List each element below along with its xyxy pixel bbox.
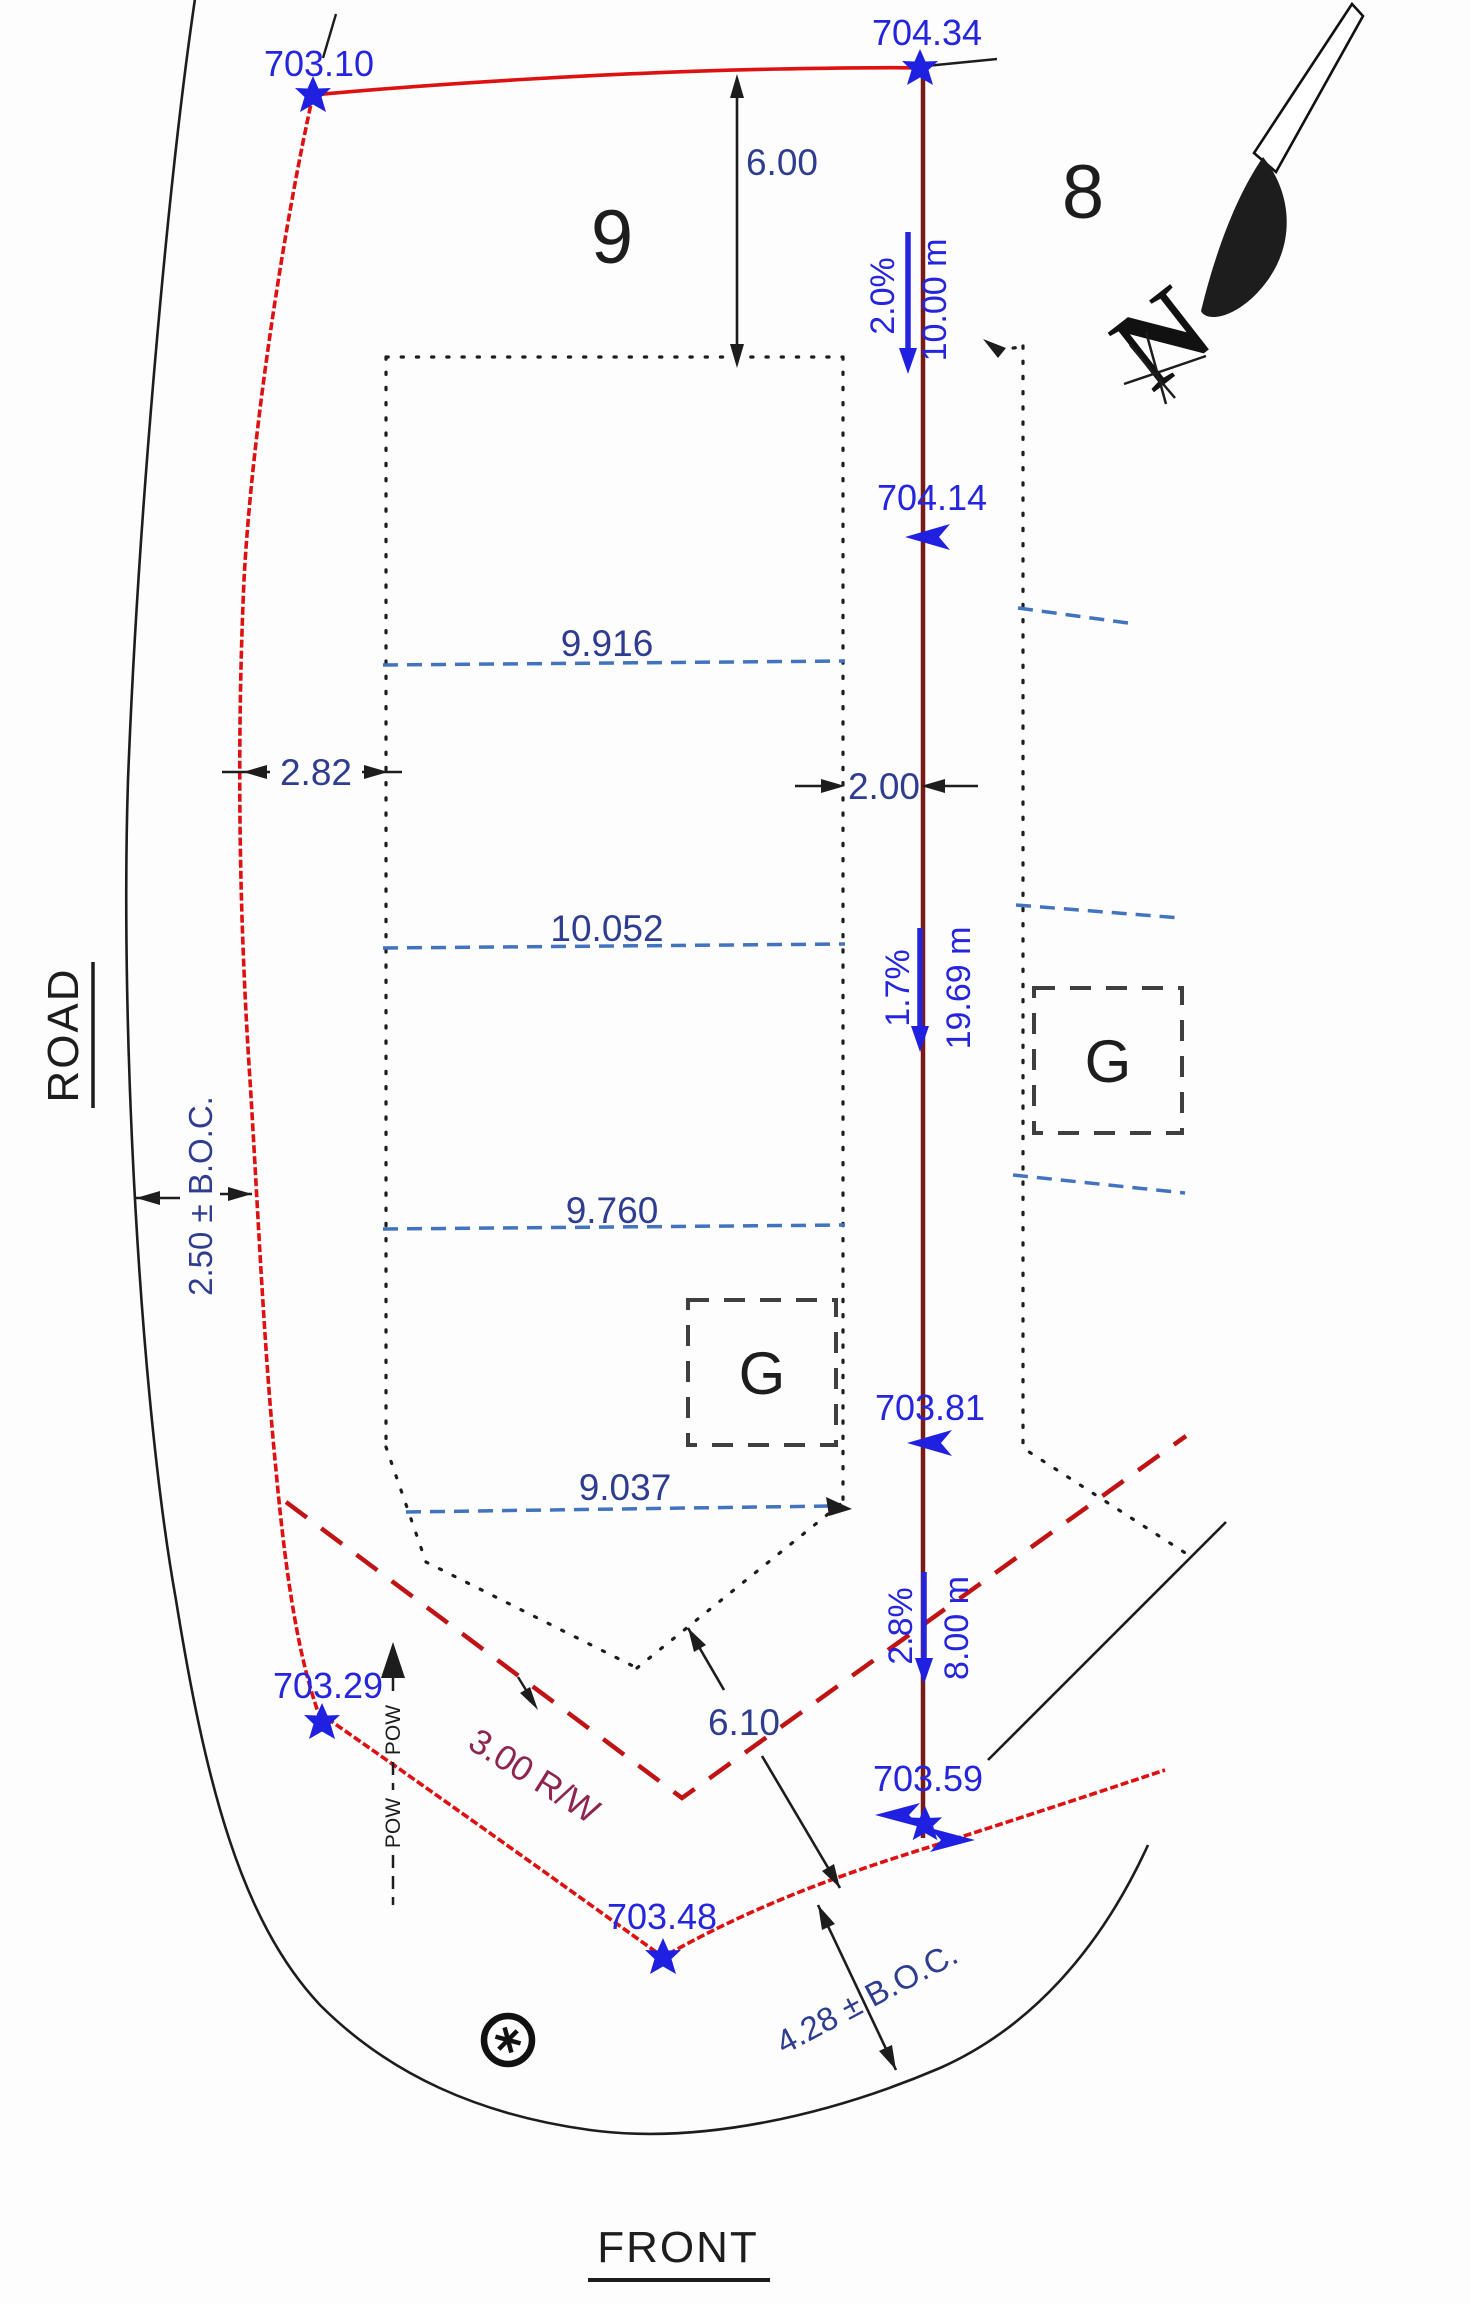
elevation-ne: 704.34 [872, 12, 982, 85]
grade-upper: 2.0% 10.00 m [864, 232, 954, 374]
lot9-building-envelope-dotted [384, 355, 845, 1670]
elevation-south: 703.48 [607, 1896, 717, 1974]
property-line-left [237, 94, 320, 1713]
elevation-right-mid: 703.81 [875, 1387, 985, 1456]
grade-lower-slope: 2.8% [882, 1587, 920, 1665]
elevation-right-lower: 703.59 [873, 1758, 983, 1852]
north-arrow-fin [1201, 157, 1287, 318]
dimension-left-side: 2.82 [222, 752, 402, 793]
elevation-sw-value: 703.29 [273, 1665, 383, 1706]
lot8-grade-break-lines [1012, 606, 1186, 1195]
survey-star-icon [295, 76, 331, 112]
lot-number-9: 9 [591, 195, 633, 280]
garage-label-center: G [739, 1340, 786, 1407]
garage-box-right [1032, 986, 1184, 1135]
pow-label-1: POW [382, 1705, 405, 1755]
elevation-sw: 703.29 [273, 1665, 383, 1739]
dimension-left-boc: 2.50 ± B.O.C. [136, 1096, 252, 1296]
north-arrow: N [1089, 1, 1365, 413]
survey-star-icon [907, 1805, 943, 1841]
north-arrow-shaft [1252, 1, 1365, 175]
grade-line-arrow-head [826, 1497, 852, 1516]
flow-arrow-head [520, 1687, 538, 1710]
elevation-south-value: 703.48 [607, 1896, 717, 1937]
road-label-group: ROAD [39, 962, 95, 1108]
north-east-tie-line [925, 57, 998, 68]
lot8-building-envelope-dotted [996, 344, 1192, 1558]
north-arrow-base-ticks [1123, 331, 1207, 405]
pow-label-2: POW [382, 1798, 405, 1848]
dimension-width-1: 9.916 [561, 623, 654, 664]
dimension-front-boc-value: 4.28 ± B.O.C. [770, 1935, 964, 2061]
dimension-width-4: 9.037 [579, 1467, 672, 1508]
flag-marker-icon [930, 1828, 975, 1852]
property-line-front [316, 1710, 1166, 1960]
dimension-front-setback-value: 6.00 [746, 142, 818, 183]
dimension-driveway: 6.10 [686, 1627, 842, 1889]
elevation-right-upper-value: 704.14 [877, 477, 987, 518]
survey-star-icon [304, 1703, 340, 1739]
grade-middle-slope: 1.7% [879, 949, 917, 1027]
grade-lower-length: 8.00 m [938, 1576, 976, 1680]
dimension-right-side-value: 2.00 [848, 766, 920, 807]
grade-lower: 2.8% 8.00 m [882, 1572, 976, 1684]
elevation-right-mid-value: 703.81 [875, 1387, 985, 1428]
elevation-nw-value: 703.10 [264, 43, 374, 84]
garage-box-center [686, 1298, 838, 1447]
survey-star-icon [645, 1938, 681, 1974]
manhole-icon [480, 2012, 536, 2068]
front-label: FRONT [597, 2223, 759, 2272]
dimension-front-setback: 6.00 [730, 74, 818, 368]
road-curb-right-segment [987, 1521, 1227, 1761]
grade-middle-length: 19.69 m [940, 927, 978, 1050]
right-of-way-dashed-line [284, 1434, 1188, 1801]
elevation-nw: 703.10 [264, 43, 374, 112]
dimension-left-side-value: 2.82 [280, 752, 352, 793]
road-curb-curve [124, 0, 1150, 2136]
grade-upper-slope: 2.0% [864, 257, 902, 335]
pow-arrow-head [381, 1642, 405, 1678]
dimension-right-side: 2.00 [795, 766, 978, 807]
grade-upper-length: 10.00 m [916, 239, 954, 362]
right-of-way-label: 3.00 R/W [462, 1721, 606, 1831]
corner-tick-line [321, 13, 338, 59]
pow-line: POW POW [381, 1642, 405, 1905]
elevation-right-upper: 704.14 [877, 477, 987, 550]
dimension-width-2: 10.052 [550, 908, 663, 949]
dimension-front-boc: 4.28 ± B.O.C. [770, 1904, 964, 2071]
dimension-driveway-value: 6.10 [708, 1702, 780, 1743]
grade-middle: 1.7% 19.69 m [879, 927, 978, 1052]
flag-marker-icon [907, 1430, 952, 1456]
front-label-group: FRONT [588, 2223, 770, 2282]
elevation-ne-value: 704.34 [872, 12, 982, 53]
dimension-left-boc-value: 2.50 ± B.O.C. [182, 1096, 219, 1296]
flag-marker-icon [875, 1803, 920, 1827]
flag-marker-icon [905, 524, 950, 550]
road-label: ROAD [39, 967, 88, 1102]
lot-number-8: 8 [1062, 150, 1104, 235]
lot8-envelope-arrow-head [983, 339, 1006, 358]
survey-star-icon [902, 49, 938, 85]
dimension-width-3: 9.760 [566, 1190, 659, 1231]
elevation-right-lower-value: 703.59 [873, 1758, 983, 1799]
property-line-top [312, 65, 921, 97]
garage-label-right: G [1085, 1028, 1132, 1095]
